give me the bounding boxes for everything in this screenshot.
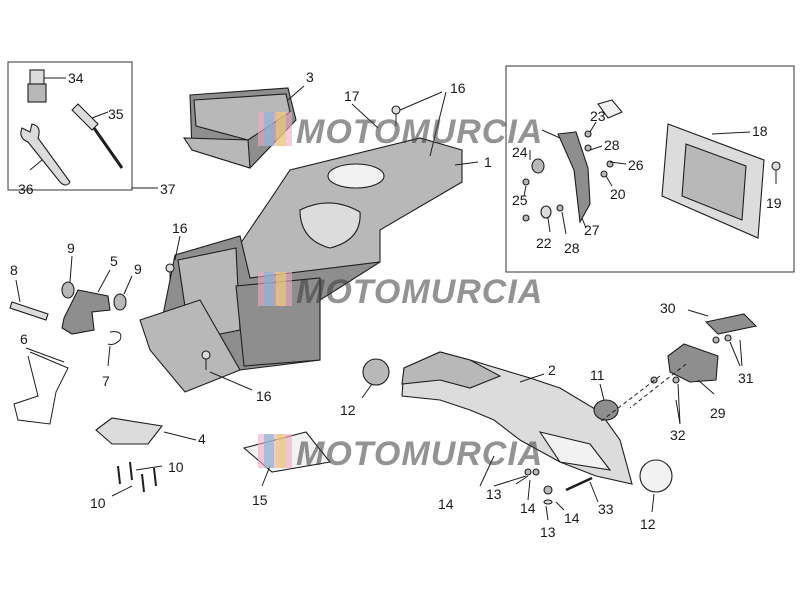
- callout-14-mid: 14: [520, 500, 536, 516]
- tool-kit-box: [7, 61, 133, 191]
- callout-18: 18: [752, 123, 768, 139]
- socket-wrench-part: [27, 69, 66, 103]
- part-27-bracket: [541, 129, 591, 229]
- part-7-clip: [107, 331, 122, 367]
- callout-15: 15: [252, 492, 268, 508]
- callout-9-right: 9: [134, 261, 142, 277]
- watermark-text-2: MOTOMURCIA: [296, 273, 543, 311]
- callout-22: 22: [536, 235, 552, 251]
- callout-35: 35: [108, 106, 124, 122]
- watermark-text-3: MOTOMURCIA: [296, 435, 543, 473]
- callout-27: 27: [584, 222, 600, 238]
- callout-32: 32: [670, 427, 686, 443]
- part-2-mudguard: [401, 351, 633, 485]
- callout-7: 7: [102, 373, 110, 389]
- callout-31: 31: [738, 370, 754, 386]
- part-30-reflector: [687, 309, 758, 335]
- part-16-screws: [165, 235, 253, 391]
- callout-16-top: 16: [450, 80, 466, 96]
- callout-8: 8: [10, 262, 18, 278]
- callout-12-right: 12: [640, 516, 656, 532]
- part-8-pin: [9, 279, 49, 321]
- watermark-1: MOTOMURCIA: [258, 112, 543, 151]
- part-3-tray: [182, 85, 305, 169]
- part-13-14-fasteners: [479, 455, 565, 521]
- callout-34: 34: [68, 70, 84, 86]
- callout-4: 4: [198, 431, 206, 447]
- callout-37: 37: [160, 181, 176, 197]
- callout-5: 5: [110, 253, 118, 269]
- watermark-2: MOTOMURCIA: [258, 272, 543, 311]
- part-31-32-screws: [599, 334, 743, 425]
- callout-9-left: 9: [67, 240, 75, 256]
- callout-6: 6: [20, 331, 28, 347]
- callout-16-left: 16: [172, 220, 188, 236]
- callout-28-bottom: 28: [564, 240, 580, 256]
- callout-25: 25: [512, 192, 528, 208]
- part-12-cap-left: [361, 358, 390, 399]
- callout-13-left: 13: [486, 486, 502, 502]
- watermark-3: MOTOMURCIA: [258, 434, 543, 473]
- callout-14-right: 14: [564, 510, 580, 526]
- callout-16-bottom: 16: [256, 388, 272, 404]
- callout-20: 20: [610, 186, 626, 202]
- part-9-bushings: [61, 255, 133, 311]
- callout-11: 11: [590, 367, 605, 383]
- part-20-25-28-fasteners: [522, 130, 627, 235]
- watermark-text-1: MOTOMURCIA: [296, 113, 543, 151]
- part-18-license-plate: [661, 123, 765, 239]
- callout-36: 36: [18, 181, 34, 197]
- part-19-screw: [771, 161, 781, 184]
- callout-33: 33: [598, 501, 614, 517]
- callout-1: 1: [484, 154, 492, 170]
- callout-24: 24: [512, 144, 528, 160]
- part-1-rear-body: [139, 137, 479, 393]
- callout-30: 30: [660, 300, 676, 316]
- callout-17: 17: [344, 88, 360, 104]
- part-10-screws: [111, 461, 163, 497]
- callout-2: 2: [548, 362, 556, 378]
- callout-26: 26: [628, 157, 644, 173]
- callout-13-bottom: 13: [540, 524, 556, 540]
- callout-23: 23: [590, 108, 606, 124]
- callout-19: 19: [766, 195, 782, 211]
- callout-28-top: 28: [604, 137, 620, 153]
- license-plate-group-box: [505, 65, 795, 273]
- wrench-part: [20, 123, 71, 186]
- screwdriver-part: [71, 103, 124, 169]
- callout-29: 29: [710, 405, 726, 421]
- callout-10-left: 10: [90, 495, 106, 511]
- part-5-bracket: [61, 269, 111, 335]
- callout-10-right: 10: [168, 459, 184, 475]
- part-17-screw: [351, 91, 447, 157]
- part-11-grommet: [593, 383, 619, 421]
- part-29-license-light: [667, 343, 719, 395]
- callout-3: 3: [306, 69, 314, 85]
- callout-12-left: 12: [340, 402, 356, 418]
- part-33-bolt: [565, 476, 599, 503]
- part-4-plate: [95, 417, 197, 445]
- part-12-cap-right: [639, 459, 673, 513]
- part-23-lamp: [589, 99, 623, 133]
- callout-14-left: 14: [438, 496, 454, 512]
- part-6-handle: [13, 347, 69, 425]
